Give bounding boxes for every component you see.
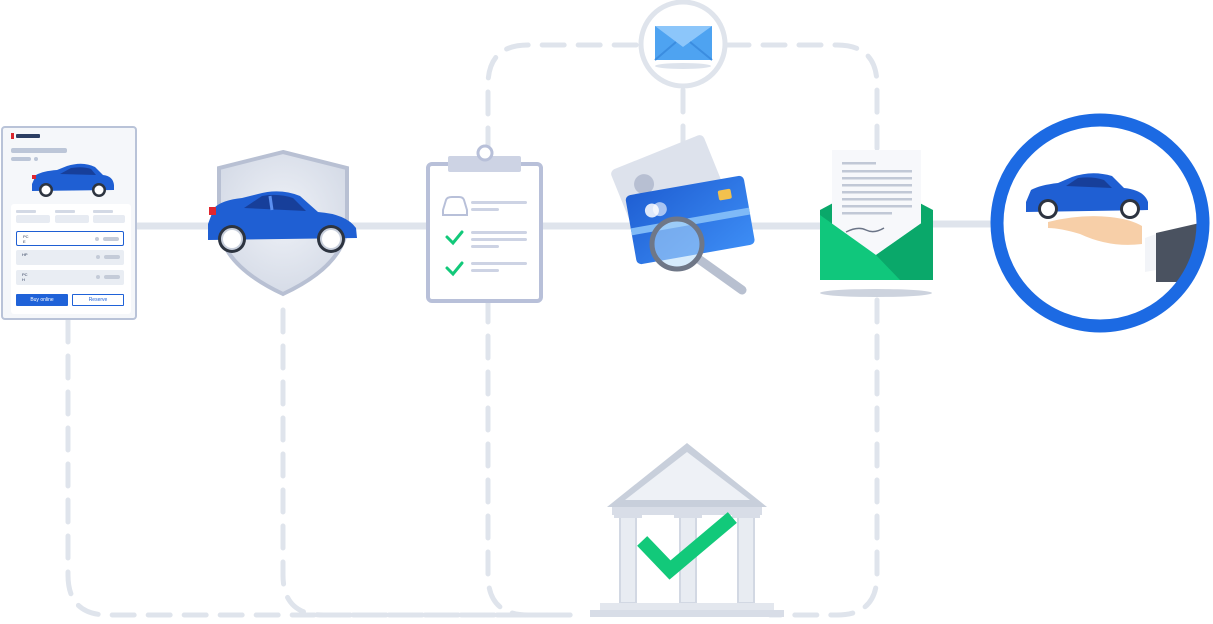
listing-car-image (32, 163, 114, 197)
option-row-label: HP (22, 252, 28, 257)
dealer-logo (11, 133, 41, 139)
listing-options-panel: PC E HP PC H Buy online Reserve (11, 204, 131, 314)
main-timeline (134, 220, 999, 230)
car-handover-icon (990, 113, 1210, 333)
buy-online-button[interactable]: Buy online (16, 294, 68, 306)
credit-card-id-check-icon (611, 135, 755, 295)
connector-lines (65, 42, 880, 618)
checklist-clipboard-icon (426, 144, 543, 303)
car-shield-icon (208, 149, 357, 297)
option-row[interactable]: PC E (16, 231, 124, 246)
bank-approved-icon (590, 443, 784, 617)
option-row[interactable]: HP (16, 250, 124, 265)
filter-chip[interactable] (55, 215, 89, 223)
option-row[interactable]: PC H (16, 270, 124, 285)
listing-title-placeholder (11, 148, 67, 153)
option-row-label: PC H (22, 272, 28, 282)
listing-subtitle-placeholder (11, 157, 31, 161)
signed-contract-envelope-icon (820, 150, 933, 297)
reserve-button[interactable]: Reserve (72, 294, 124, 306)
car-listing-card: PC E HP PC H Buy online Reserve (1, 126, 137, 320)
filter-chip[interactable] (16, 215, 50, 223)
mail-icon (638, 0, 728, 89)
filter-chip[interactable] (93, 215, 125, 223)
option-row-label: PC E (23, 234, 29, 244)
